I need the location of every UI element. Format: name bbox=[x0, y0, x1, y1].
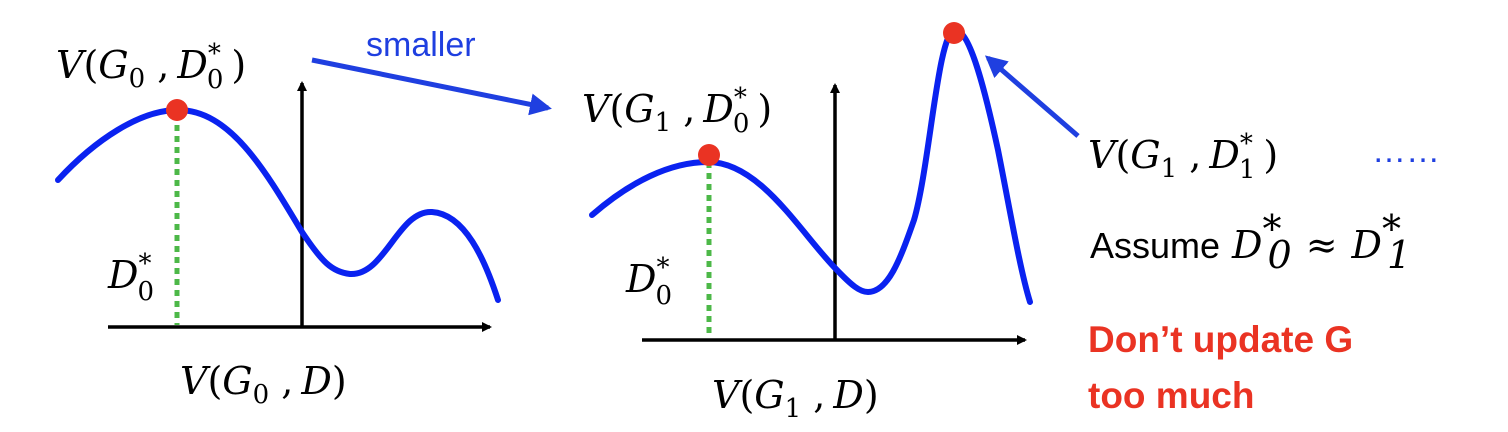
left-optimum-point bbox=[166, 99, 188, 121]
right-plot: V(G1 ,D*0) D*0 V(G1 ,D) bbox=[582, 22, 1033, 424]
warning-line-1: Don’t update G bbox=[1088, 319, 1353, 360]
right-value-curve bbox=[589, 27, 1033, 305]
right-d-marker-label: D*0 bbox=[625, 253, 672, 311]
smaller-label: smaller bbox=[366, 26, 476, 64]
right-top-label: V(G1 ,D*0) bbox=[582, 83, 772, 139]
left-axis-label: V(G0 ,D) bbox=[180, 359, 347, 410]
peak-ellipsis: …… bbox=[1372, 132, 1440, 170]
warning-text: Don’t update G too much bbox=[1088, 319, 1353, 416]
peak-label: V(G1 ,D*1) bbox=[1088, 129, 1278, 185]
right-optimum-point bbox=[698, 144, 720, 166]
peak-arrow bbox=[984, 55, 1080, 138]
smaller-arrow bbox=[311, 57, 552, 116]
left-plot: V(G0 ,D*0) D*0 V(G0 ,D) bbox=[55, 39, 501, 410]
smaller-arrow-group: smaller bbox=[311, 26, 552, 116]
peak-annotation: V(G1 ,D*1) …… bbox=[984, 55, 1440, 185]
warning-line-2: too much bbox=[1088, 375, 1254, 416]
right-axis-label: V(G1 ,D) bbox=[712, 373, 879, 424]
left-value-curve bbox=[55, 107, 501, 303]
left-top-label: V(G0 ,D*0) bbox=[56, 39, 246, 95]
right-peak-point bbox=[943, 22, 965, 44]
left-d-marker-label: D*0 bbox=[107, 249, 154, 307]
